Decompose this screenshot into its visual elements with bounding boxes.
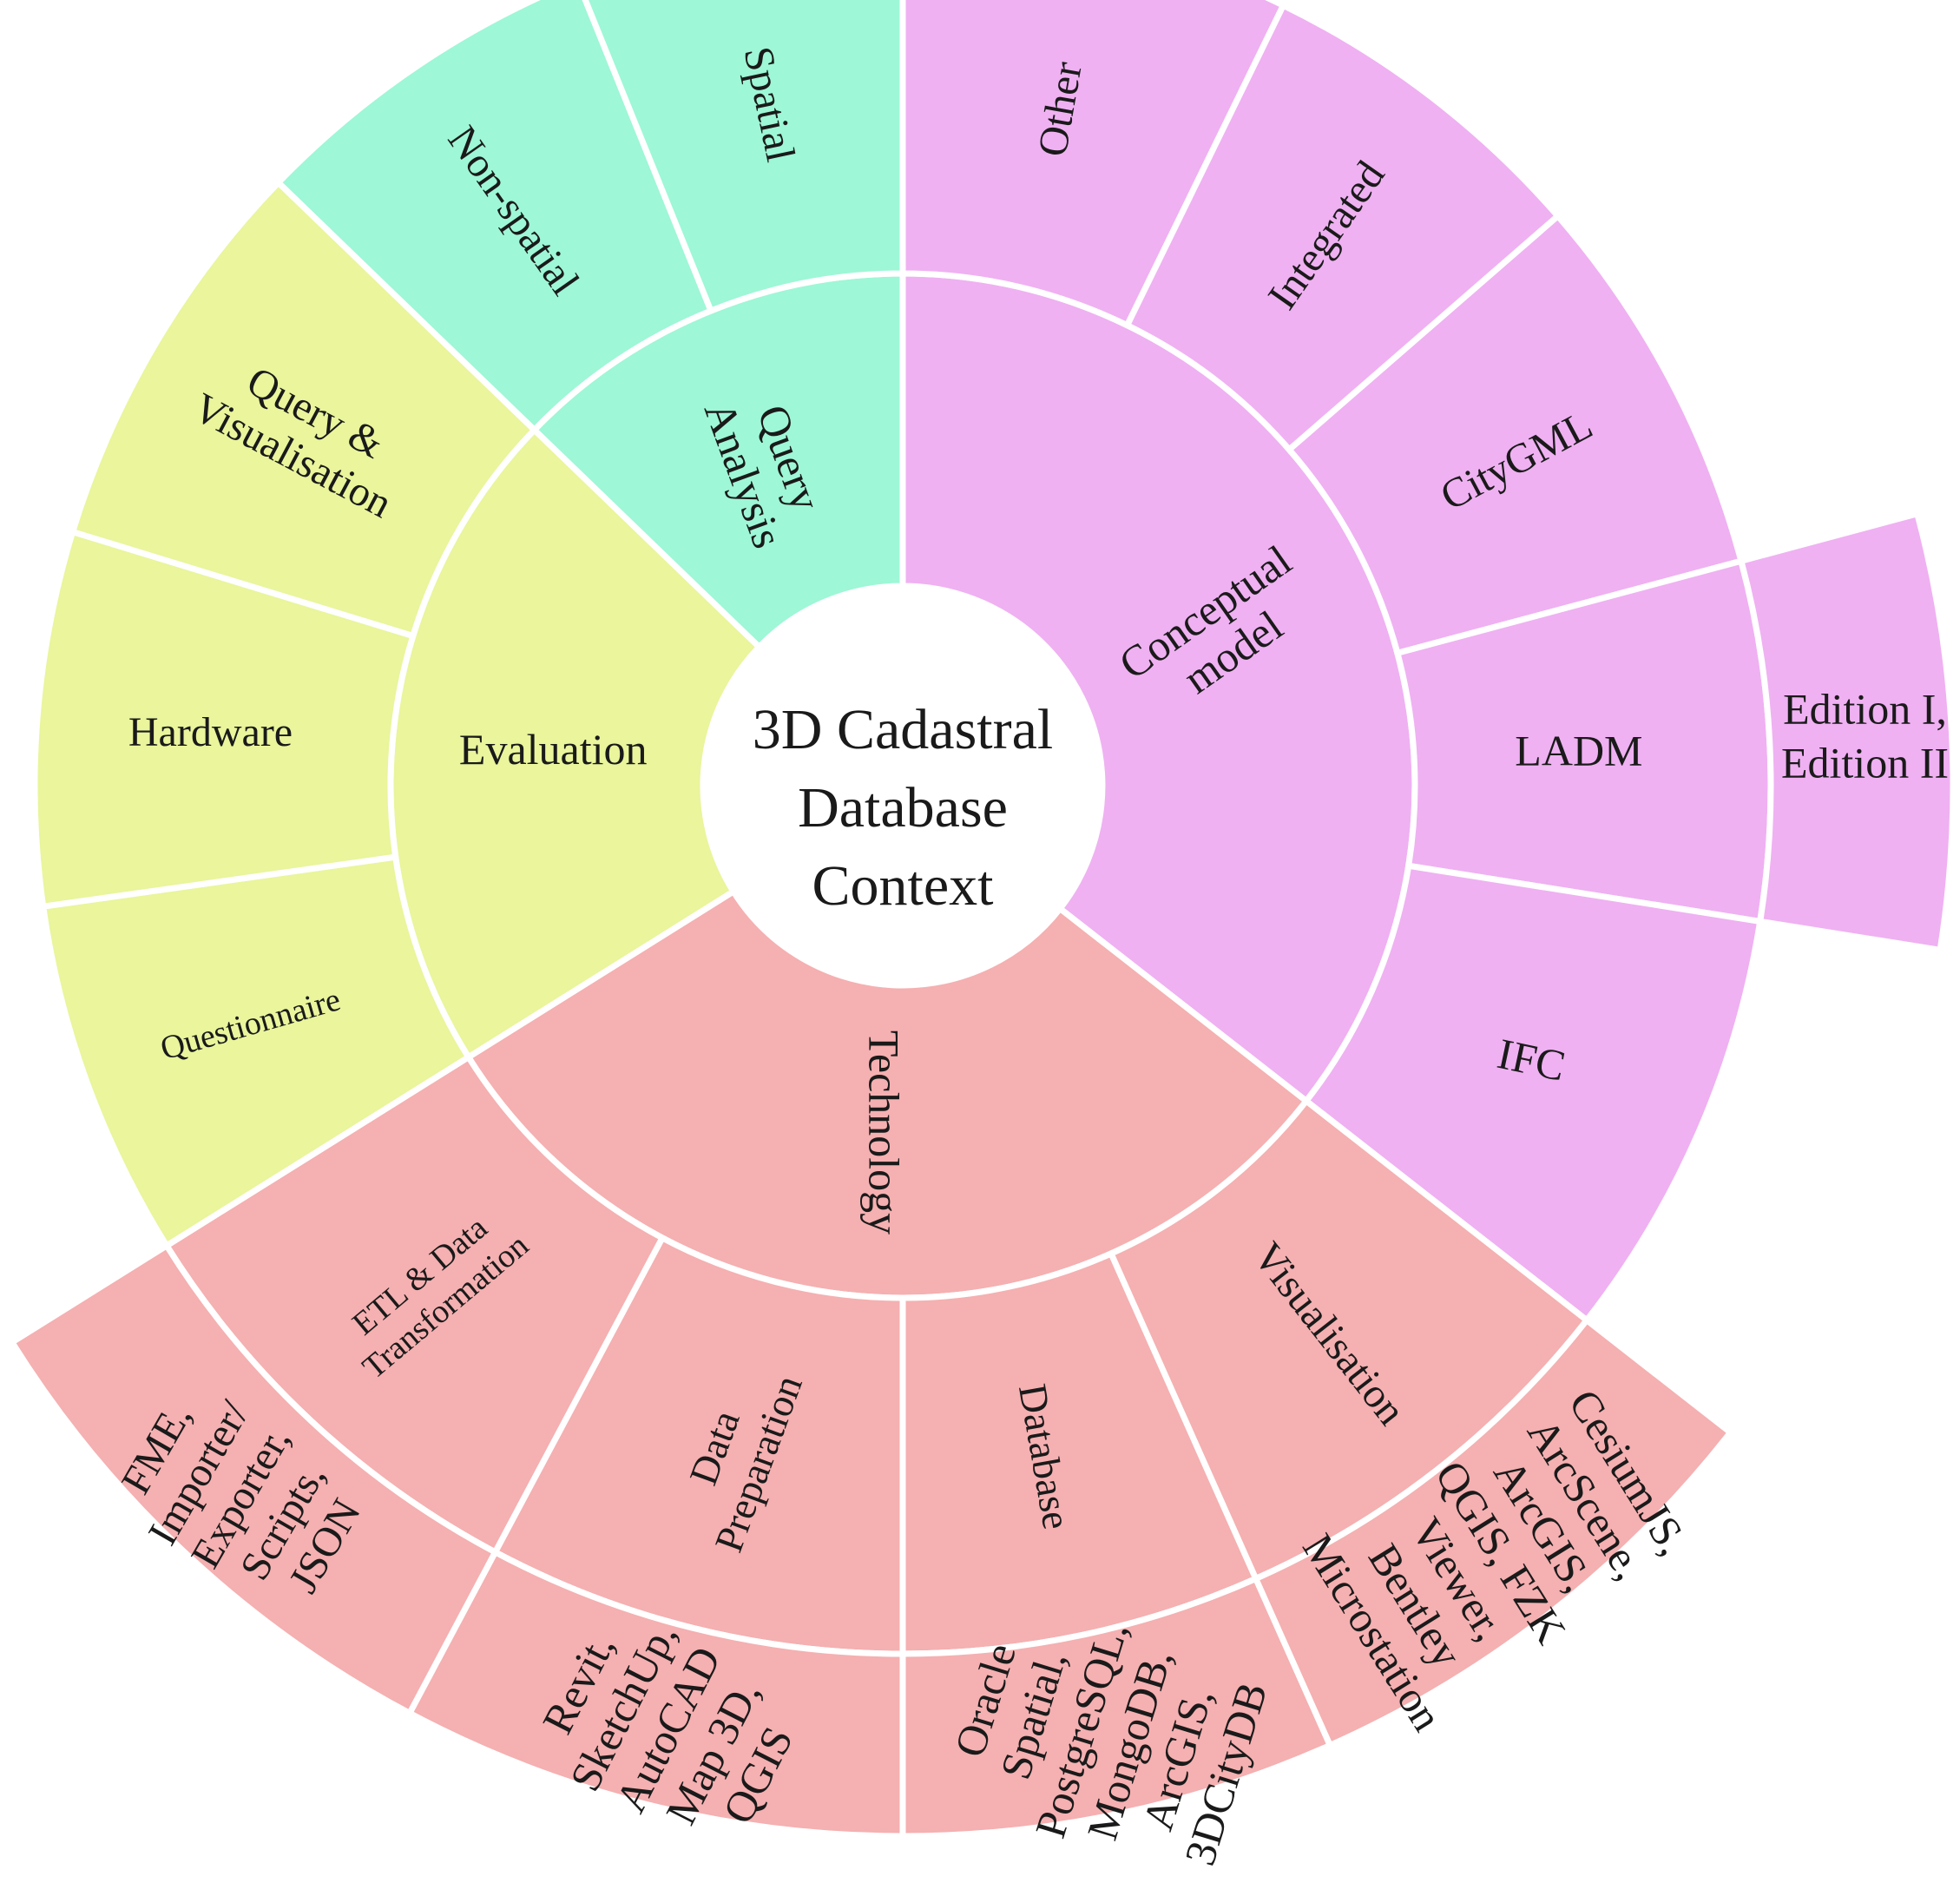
segment-sub-query-0	[273, 0, 715, 435]
segment-sub-conceptual-4	[1301, 862, 1764, 1325]
label-evaluation-line: Evaluation	[459, 725, 648, 774]
label-sub-conceptual-3-line: LADM	[1515, 727, 1642, 775]
label-leaf-conceptual-3-line: Edition II	[1781, 738, 1949, 787]
label-leaf-technology-1: OracleSpatial,PostgreSQL,MongoDB,ArcGIS,…	[929, 1586, 1281, 1883]
segment-sub-query-1	[582, 0, 906, 315]
label-evaluation: Evaluation	[459, 725, 648, 774]
label-leaf-technology-3: FME,Importer/Exporter,Scripts,JSON	[97, 1368, 385, 1625]
center-title-line-3: Context	[812, 854, 994, 918]
category-ring	[387, 270, 1418, 1301]
label-technology-line: Technology	[860, 1030, 909, 1234]
label-sub-conceptual-3: LADM	[1515, 727, 1642, 775]
label-sub-evaluation-1-line: Hardware	[128, 709, 293, 755]
segment-leaf-technology-3	[8, 1241, 500, 1718]
label-sub-evaluation-1: Hardware	[128, 709, 293, 755]
label-leaf-conceptual-3-line: Edition I,	[1783, 684, 1947, 733]
label-technology: Technology	[860, 1030, 909, 1234]
segment-leaf-conceptual-3	[1737, 510, 1957, 954]
label-leaf-conceptual-3: Edition I, Edition II	[1781, 684, 1949, 787]
center-label: 3D Cadastral Database Context	[753, 698, 1053, 918]
leaf-ring	[8, 510, 1957, 1840]
center-title-line-1: 3D Cadastral	[753, 698, 1053, 761]
center-title-line-2: Database	[798, 776, 1008, 839]
